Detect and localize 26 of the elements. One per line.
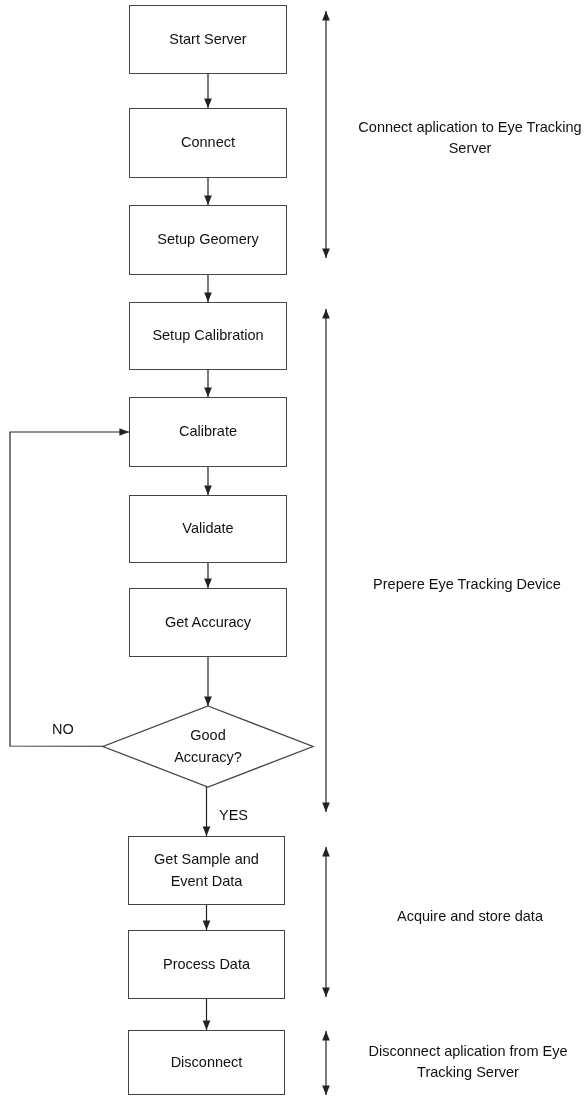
process-box: Get Sample and Event Data <box>128 836 285 905</box>
decision-diamond: Good Accuracy? <box>103 706 313 787</box>
arrow <box>9 428 130 747</box>
arrow <box>202 786 211 837</box>
arrow <box>204 274 212 303</box>
process-box: Process Data <box>128 930 285 999</box>
arrow <box>202 904 211 931</box>
arrow <box>204 73 212 109</box>
annotation-text: Disconnect aplication from Eye Tracking Server <box>367 1042 569 1082</box>
arrow <box>204 656 212 707</box>
process-box: Start Server <box>129 5 287 74</box>
process-box: Setup Geomery <box>129 205 287 275</box>
arrow <box>202 998 211 1031</box>
process-box: Disconnect <box>128 1030 285 1095</box>
arrow <box>204 562 212 589</box>
process-box: Connect <box>129 108 287 178</box>
annotation-text: Prepere Eye Tracking Device <box>372 575 562 594</box>
arrow <box>204 369 212 398</box>
annotation-text: Connect aplication to Eye Tracking Server <box>357 118 583 158</box>
annotation-text: Acquire and store data <box>396 907 544 926</box>
process-box: Setup Calibration <box>129 302 287 370</box>
process-box: Get Accuracy <box>129 588 287 657</box>
arrow <box>204 177 212 206</box>
process-box: Validate <box>129 495 287 563</box>
arrow <box>204 466 212 496</box>
process-box: Calibrate <box>129 397 287 467</box>
